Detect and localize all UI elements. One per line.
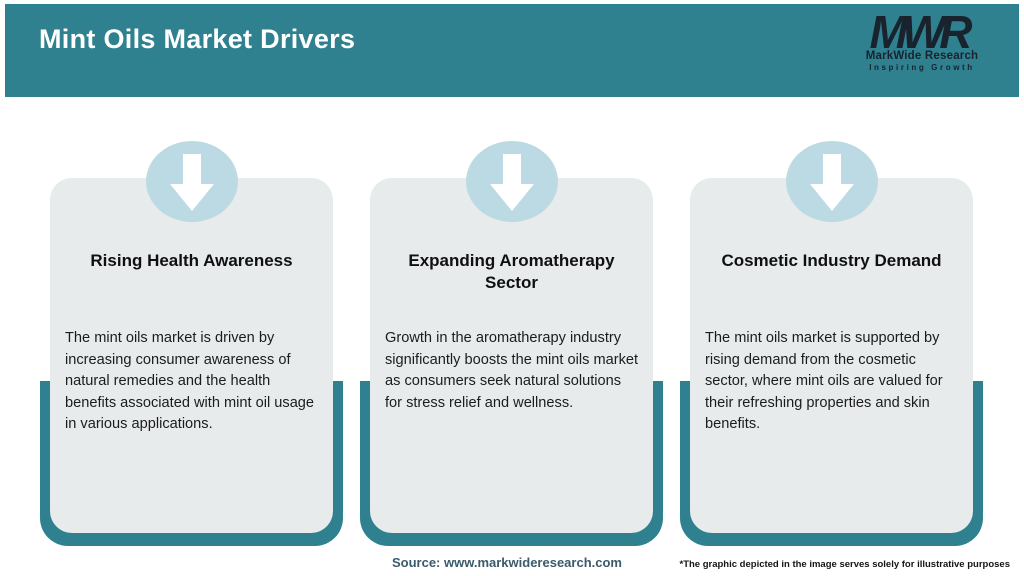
down-arrow-icon xyxy=(809,153,854,211)
card-title: Cosmetic Industry Demand xyxy=(721,251,942,270)
page-title: Mint Oils Market Drivers xyxy=(39,24,356,54)
card-title: Rising Health Awareness xyxy=(90,251,293,270)
driver-card: Expanding Aromatherapy Sector Growth in … xyxy=(370,178,653,533)
disclaimer-text: *The graphic depicted in the image serve… xyxy=(679,559,1011,570)
source-text: Source: www.markwideresearch.com xyxy=(391,555,622,570)
driver-card: Rising Health Awareness The mint oils ma… xyxy=(50,178,333,533)
markwide-research-logo: MWR MarkWide Research Inspiring Growth xyxy=(837,6,1007,72)
card-body: The mint oils market is driven by increa… xyxy=(65,330,315,432)
driver-column-1: Rising Health Awareness The mint oils ma… xyxy=(40,0,343,576)
logo-monogram: MWR xyxy=(869,6,973,58)
icon-circle xyxy=(785,141,878,222)
logo-tagline: Inspiring Growth xyxy=(869,63,975,72)
header-bar: Mint Oils Market Drivers MWR MarkWide Re… xyxy=(5,4,1019,97)
driver-card: Cosmetic Industry Demand The mint oils m… xyxy=(690,178,973,533)
card-body: The mint oils market is supported by ris… xyxy=(705,330,943,432)
driver-column-2: Expanding Aromatherapy Sector Growth in … xyxy=(360,0,663,576)
down-arrow-icon xyxy=(169,153,214,211)
card-title: Expanding Aromatherapy Sector xyxy=(408,251,615,292)
driver-column-3: Cosmetic Industry Demand The mint oils m… xyxy=(680,0,983,576)
icon-circle xyxy=(145,141,238,222)
icon-circle xyxy=(465,141,558,222)
logo-company-name: MarkWide Research xyxy=(865,50,979,62)
card-body: Growth in the aromatherapy industry sign… xyxy=(385,330,639,411)
down-arrow-icon xyxy=(489,153,534,211)
